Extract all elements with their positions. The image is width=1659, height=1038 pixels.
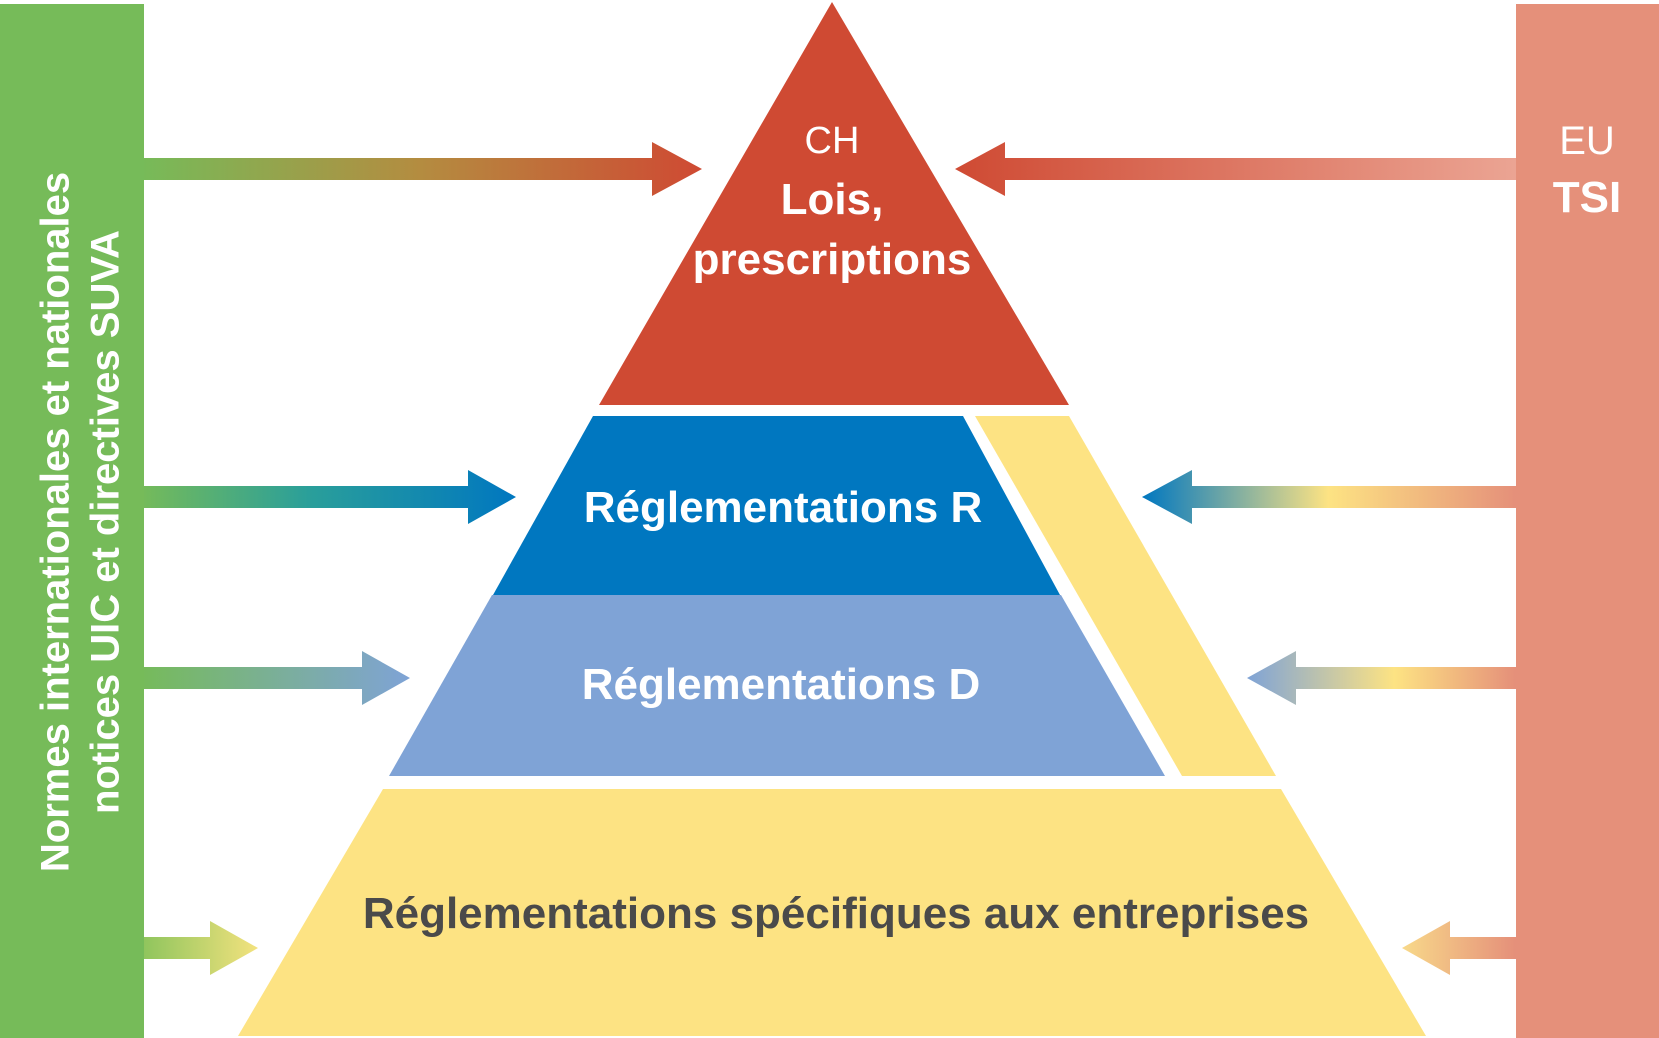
arrow-right-to-level-r [1142,470,1516,524]
pyramid-side-band [975,416,1276,776]
arrow-left-to-base [144,921,258,975]
level-r-label: Réglementations R [584,483,983,532]
top-tier-label-line1: Lois, [781,175,884,224]
arrow-left-to-top [144,142,702,196]
pyramid: CH Lois, prescriptions Réglementations R… [238,2,1426,1036]
left-panel-background [0,4,144,1038]
pyramid-level-d-tier [389,595,1165,776]
right-panel-label-tsi: TSI [1553,173,1621,222]
right-panel-background [1516,4,1659,1038]
left-panel-label-line2: notices UIC et directives SUVA [84,230,128,814]
top-tier-label-ch: CH [805,120,860,162]
top-tier-label-line2: prescriptions [693,235,972,284]
level-d-label: Réglementations D [582,660,981,709]
arrow-right-to-base [1402,921,1516,975]
right-panel-label-eu: EU [1559,119,1615,163]
right-panel: EU TSI [1516,4,1659,1038]
arrow-right-to-top [955,142,1516,196]
pyramid-base-tier [238,789,1426,1036]
right-arrows [955,142,1516,975]
left-arrows [144,142,702,975]
arrow-right-to-level-d [1247,651,1516,705]
arrow-left-to-level-r [144,470,516,524]
arrow-left-to-level-d [144,651,410,705]
left-panel: Normes internationales et nationales not… [0,4,144,1038]
base-tier-label: Réglementations spécifiques aux entrepri… [363,889,1309,938]
left-panel-label-line1: Normes internationales et nationales [34,172,78,872]
pyramid-top-tier [599,2,1069,405]
pyramid-level-r-tier [493,416,1060,595]
